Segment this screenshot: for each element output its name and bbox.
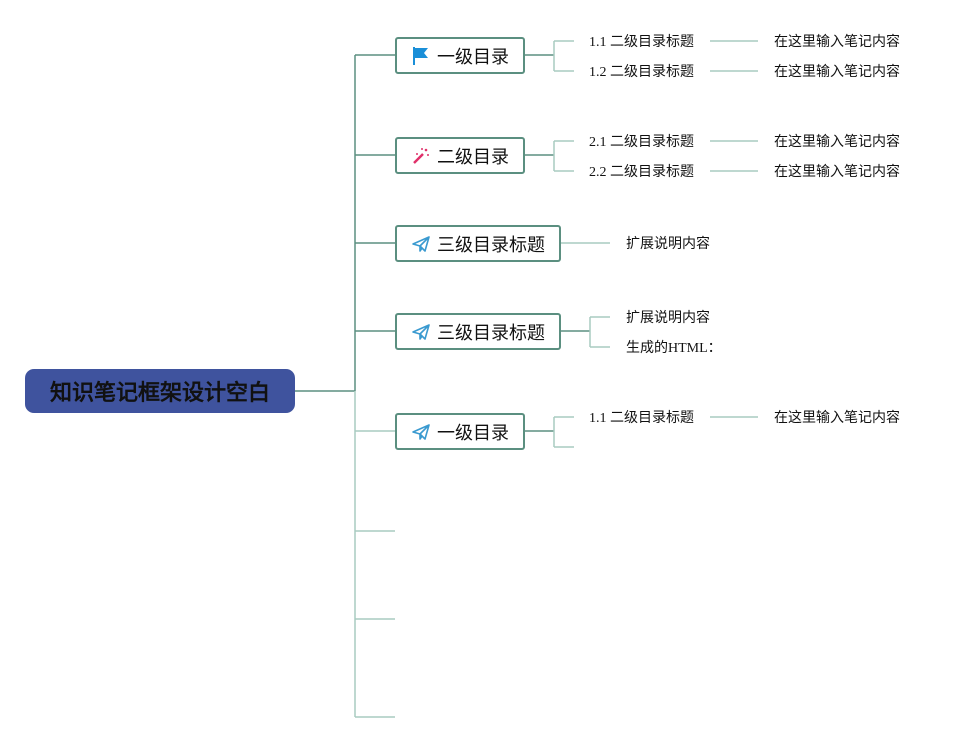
paper-plane-icon (411, 422, 431, 442)
root-node[interactable]: 知识笔记框架设计空白 (25, 369, 295, 413)
note[interactable]: 在这里输入笔记内容 (774, 135, 900, 150)
subtopic[interactable]: 1.1 二级目录标题 (589, 35, 694, 50)
magic-wand-icon (411, 146, 431, 166)
subtopic[interactable]: 扩展说明内容 (626, 311, 710, 326)
subtopic[interactable]: 扩展说明内容 (626, 237, 710, 252)
node-level1-b[interactable]: 一级目录 (395, 413, 525, 450)
node-level2[interactable]: 二级目录 (395, 137, 525, 174)
node-level3-b[interactable]: 三级目录标题 (395, 313, 561, 350)
node-label: 一级目录 (437, 46, 509, 68)
subtopic[interactable]: 生成的HTML： (626, 341, 722, 356)
paper-plane-icon (411, 234, 431, 254)
node-label: 一级目录 (437, 422, 509, 444)
paper-plane-icon (411, 322, 431, 342)
note[interactable]: 在这里输入笔记内容 (774, 165, 900, 180)
flag-icon (411, 46, 431, 66)
subtopic[interactable]: 2.1 二级目录标题 (589, 135, 694, 150)
node-label: 三级目录标题 (437, 322, 545, 344)
node-label: 三级目录标题 (437, 234, 545, 256)
node-level1[interactable]: 一级目录 (395, 37, 525, 74)
node-label: 二级目录 (437, 146, 509, 168)
note[interactable]: 在这里输入笔记内容 (774, 411, 900, 426)
root-label: 知识笔记框架设计空白 (49, 381, 270, 406)
node-level3-a[interactable]: 三级目录标题 (395, 225, 561, 262)
note[interactable]: 在这里输入笔记内容 (774, 65, 900, 80)
subtopic[interactable]: 1.2 二级目录标题 (589, 65, 694, 80)
note[interactable]: 在这里输入笔记内容 (774, 35, 900, 50)
subtopic[interactable]: 2.2 二级目录标题 (589, 165, 694, 180)
subtopic[interactable]: 1.1 二级目录标题 (589, 411, 694, 426)
